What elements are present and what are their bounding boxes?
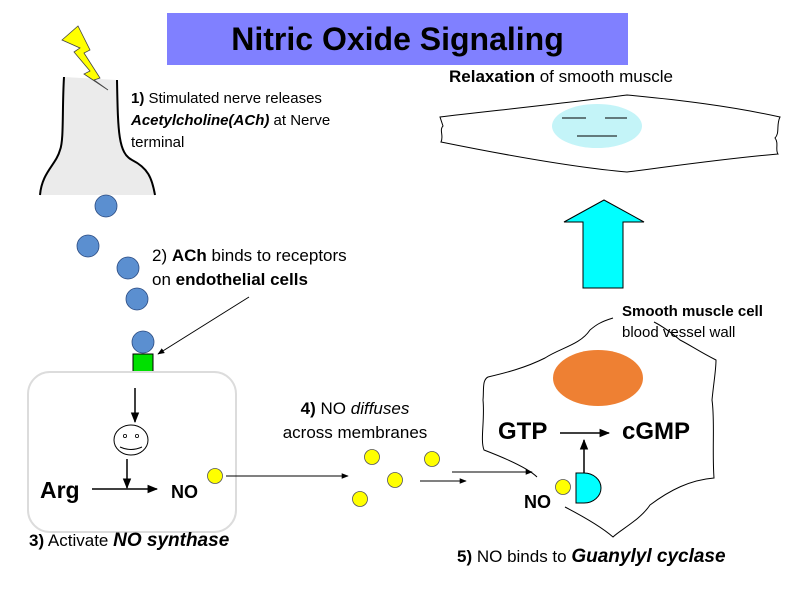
ach-molecule <box>125 287 149 311</box>
no-molecule <box>424 451 440 467</box>
ach-molecule <box>131 330 155 354</box>
gtp-label: GTP <box>498 418 548 445</box>
arg-label: Arg <box>40 477 80 503</box>
pointer-arrow <box>157 296 250 355</box>
step2-text-2: on <box>152 270 176 289</box>
step5-number: 5) <box>457 547 473 566</box>
step5-text: NO binds to <box>472 547 572 566</box>
no-synthase-term: NO synthase <box>113 530 230 551</box>
no-molecule-bound <box>555 479 571 495</box>
step1-label: 1) Stimulated nerve releases Acetylcholi… <box>131 88 330 154</box>
no-bound-label: NO <box>524 492 551 512</box>
no-molecule <box>352 491 368 507</box>
no-molecule <box>387 472 403 488</box>
guanylyl-cyclase-term: Guanylyl cyclase <box>571 546 726 567</box>
smooth-muscle-nucleus <box>553 350 643 406</box>
step1-text: Stimulated nerve releases <box>144 90 322 107</box>
step4-text-2: across membranes <box>282 423 428 442</box>
endothelial-cells-term: endothelial cells <box>175 270 308 289</box>
step4-label: 4) NO diffuses across membranes <box>270 397 440 445</box>
page-title: Nitric Oxide Signaling <box>231 21 564 57</box>
step2-text: binds to receptors <box>206 246 347 265</box>
no-molecule <box>207 468 223 484</box>
no-molecule <box>364 449 380 465</box>
relaxation-text: of smooth muscle <box>534 67 673 86</box>
step2-label: 2) ACh binds to receptors on endothelial… <box>152 244 347 292</box>
step5-label: 5) NO binds to Guanylyl cyclase <box>457 545 726 569</box>
ach-molecule <box>76 234 100 258</box>
smooth-muscle-label: Smooth muscle cell blood vessel wall <box>622 301 763 343</box>
smiley-face-icon <box>113 424 149 456</box>
diffuses-term: diffuses <box>350 399 410 418</box>
acetylcholine-name: Acetylcholine(ACh) <box>131 112 270 129</box>
step2-number: 2) <box>152 246 168 265</box>
step3-text: Activate <box>44 531 114 550</box>
step4-no: NO <box>315 399 351 418</box>
title-banner: Nitric Oxide Signaling <box>167 13 628 65</box>
cgmp-label: cGMP <box>622 418 691 445</box>
ach-molecule <box>116 256 140 280</box>
relaxation-term: Relaxation <box>449 67 535 86</box>
guanylyl-cyclase <box>575 472 602 504</box>
diffusing-no-molecules <box>352 449 440 507</box>
smooth-muscle-subtitle: blood vessel wall <box>622 324 736 341</box>
relaxed-nucleus-lines <box>562 117 627 137</box>
smooth-muscle-title: Smooth muscle cell <box>622 303 763 320</box>
ach-molecule <box>94 194 118 218</box>
no-product-label: NO <box>171 482 198 502</box>
relaxation-arrow <box>563 199 645 289</box>
step4-number: 4) <box>300 399 316 418</box>
ach-molecules <box>76 194 155 354</box>
step1-text-2: at Nerve <box>269 112 331 129</box>
ach-abbrev: ACh <box>171 246 207 265</box>
relaxed-nucleus <box>552 104 642 148</box>
smooth-muscle-cell <box>481 317 717 538</box>
step1-text-3: terminal <box>131 134 185 151</box>
nerve-terminal <box>40 77 155 195</box>
relaxation-label: Relaxation of smooth muscle <box>449 66 673 87</box>
step1-number: 1) <box>131 90 145 107</box>
lightning-bolt-icon <box>61 25 109 91</box>
step3-number: 3) <box>29 531 45 550</box>
nerve-terminal-outline <box>39 76 156 196</box>
step3-label: 3) Activate NO synthase <box>29 529 229 553</box>
